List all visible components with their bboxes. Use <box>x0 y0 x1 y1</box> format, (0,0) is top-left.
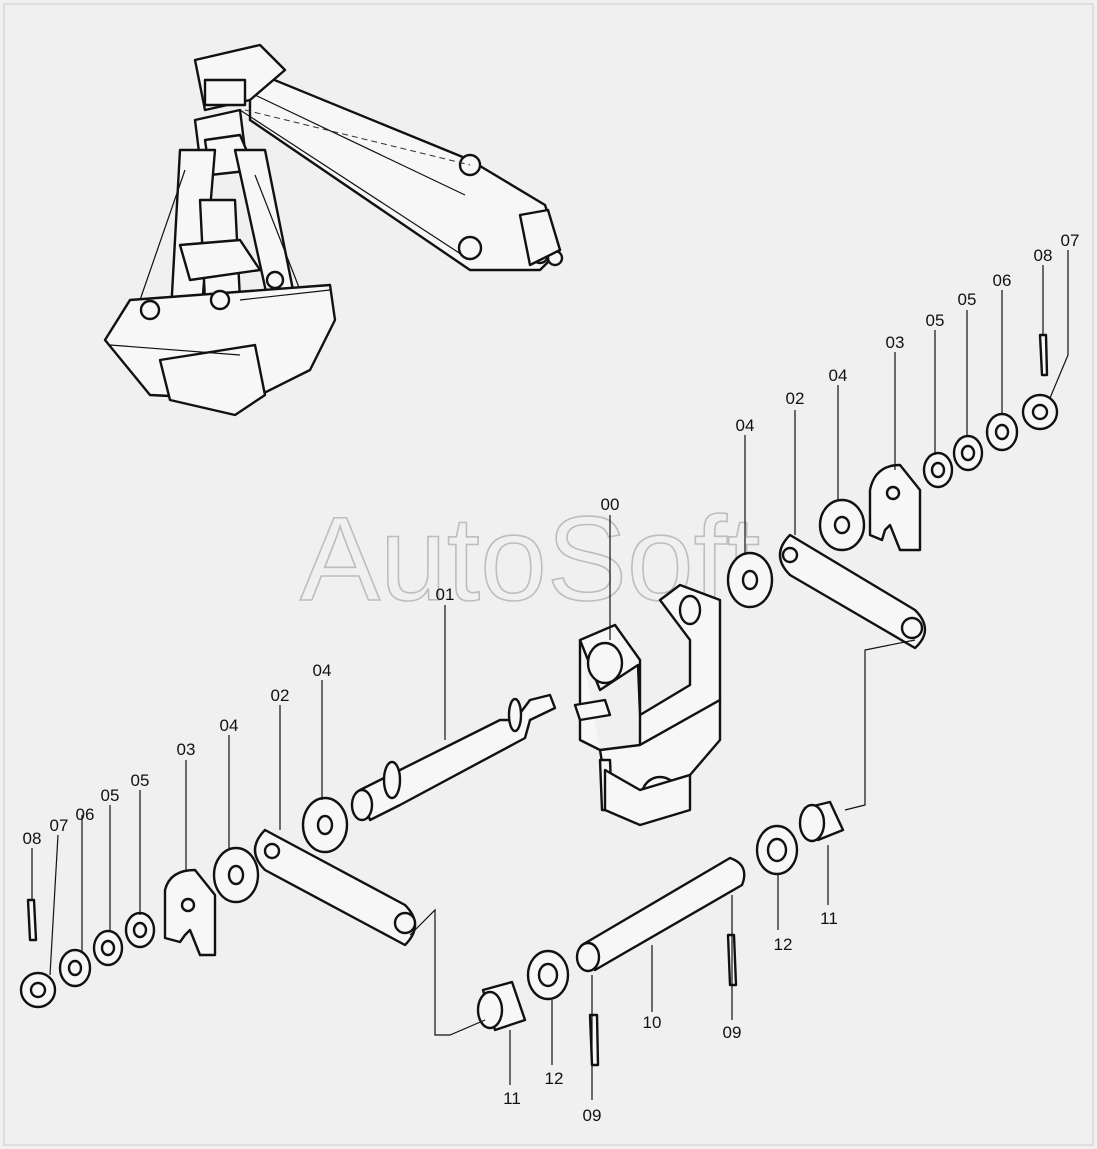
callout-07-right: 07 <box>1061 231 1080 250</box>
part-05-washer-right-a <box>922 451 954 489</box>
callout-10: 10 <box>643 1013 662 1032</box>
part-07-castle-nut-left <box>19 971 57 1009</box>
part-06-washer-right <box>985 412 1019 452</box>
part-06-washer-left <box>58 948 92 988</box>
part-05-washer-left-b <box>92 929 124 967</box>
callout-12-right: 12 <box>774 935 793 954</box>
callout-leader-lines <box>31 250 1069 1100</box>
callout-labels: 00 01 02 04 03 04 05 05 06 08 07 04 02 0… <box>23 231 1080 1125</box>
part-00-bracket <box>573 583 722 827</box>
part-02-link-right <box>778 533 927 650</box>
part-03-plate-left <box>163 868 217 957</box>
callout-06-right: 06 <box>993 271 1012 290</box>
callout-06-left: 06 <box>76 805 95 824</box>
callout-04-left-a: 04 <box>313 661 332 680</box>
callout-11-left: 11 <box>503 1089 521 1108</box>
part-02-link-left <box>253 828 417 947</box>
callout-03-right: 03 <box>886 333 905 352</box>
part-01-shaft <box>350 693 557 822</box>
callout-08-right: 08 <box>1034 246 1053 265</box>
part-05-washer-left-a <box>124 911 156 949</box>
callout-02-right: 02 <box>786 389 805 408</box>
callout-09-right: 09 <box>723 1023 742 1042</box>
part-12-washer-right <box>755 824 799 876</box>
part-07-castle-nut-right <box>1021 393 1059 431</box>
callout-00: 00 <box>601 495 620 514</box>
part-12-washer-left <box>526 949 570 1001</box>
callout-04-left-b: 04 <box>220 716 239 735</box>
callout-02-left: 02 <box>271 686 290 705</box>
callout-09-left: 09 <box>583 1106 602 1125</box>
callout-04-right-b: 04 <box>829 366 848 385</box>
callout-01: 01 <box>436 585 455 604</box>
part-04-washer-left-a <box>301 796 349 854</box>
part-11-bushing-left <box>476 980 527 1032</box>
callout-05-right-a: 05 <box>926 311 945 330</box>
part-04-washer-right-b <box>818 498 866 552</box>
callout-08-left: 08 <box>23 829 42 848</box>
part-09-cotter-pin-left <box>588 1013 600 1067</box>
callout-05-left-a: 05 <box>131 771 150 790</box>
part-04-washer-left-b <box>212 846 260 904</box>
part-10-pin <box>575 856 746 973</box>
callout-05-right-b: 05 <box>958 290 977 309</box>
part-03-plate-right <box>868 463 922 552</box>
callout-11-right: 11 <box>820 909 838 928</box>
part-08-cotter-pin-right <box>1038 333 1049 377</box>
grab-overview-illustration <box>103 43 564 417</box>
callout-07-left: 07 <box>50 816 69 835</box>
part-08-cotter-pin-left <box>26 898 38 942</box>
part-11-bushing-right <box>798 800 845 843</box>
callout-12-left: 12 <box>545 1069 564 1088</box>
callout-05-left-b: 05 <box>101 786 120 805</box>
callout-04-right-a: 04 <box>736 416 755 435</box>
part-05-washer-right-b <box>952 434 984 472</box>
callout-03-left: 03 <box>177 740 196 759</box>
part-04-washer-right-a <box>726 551 774 609</box>
